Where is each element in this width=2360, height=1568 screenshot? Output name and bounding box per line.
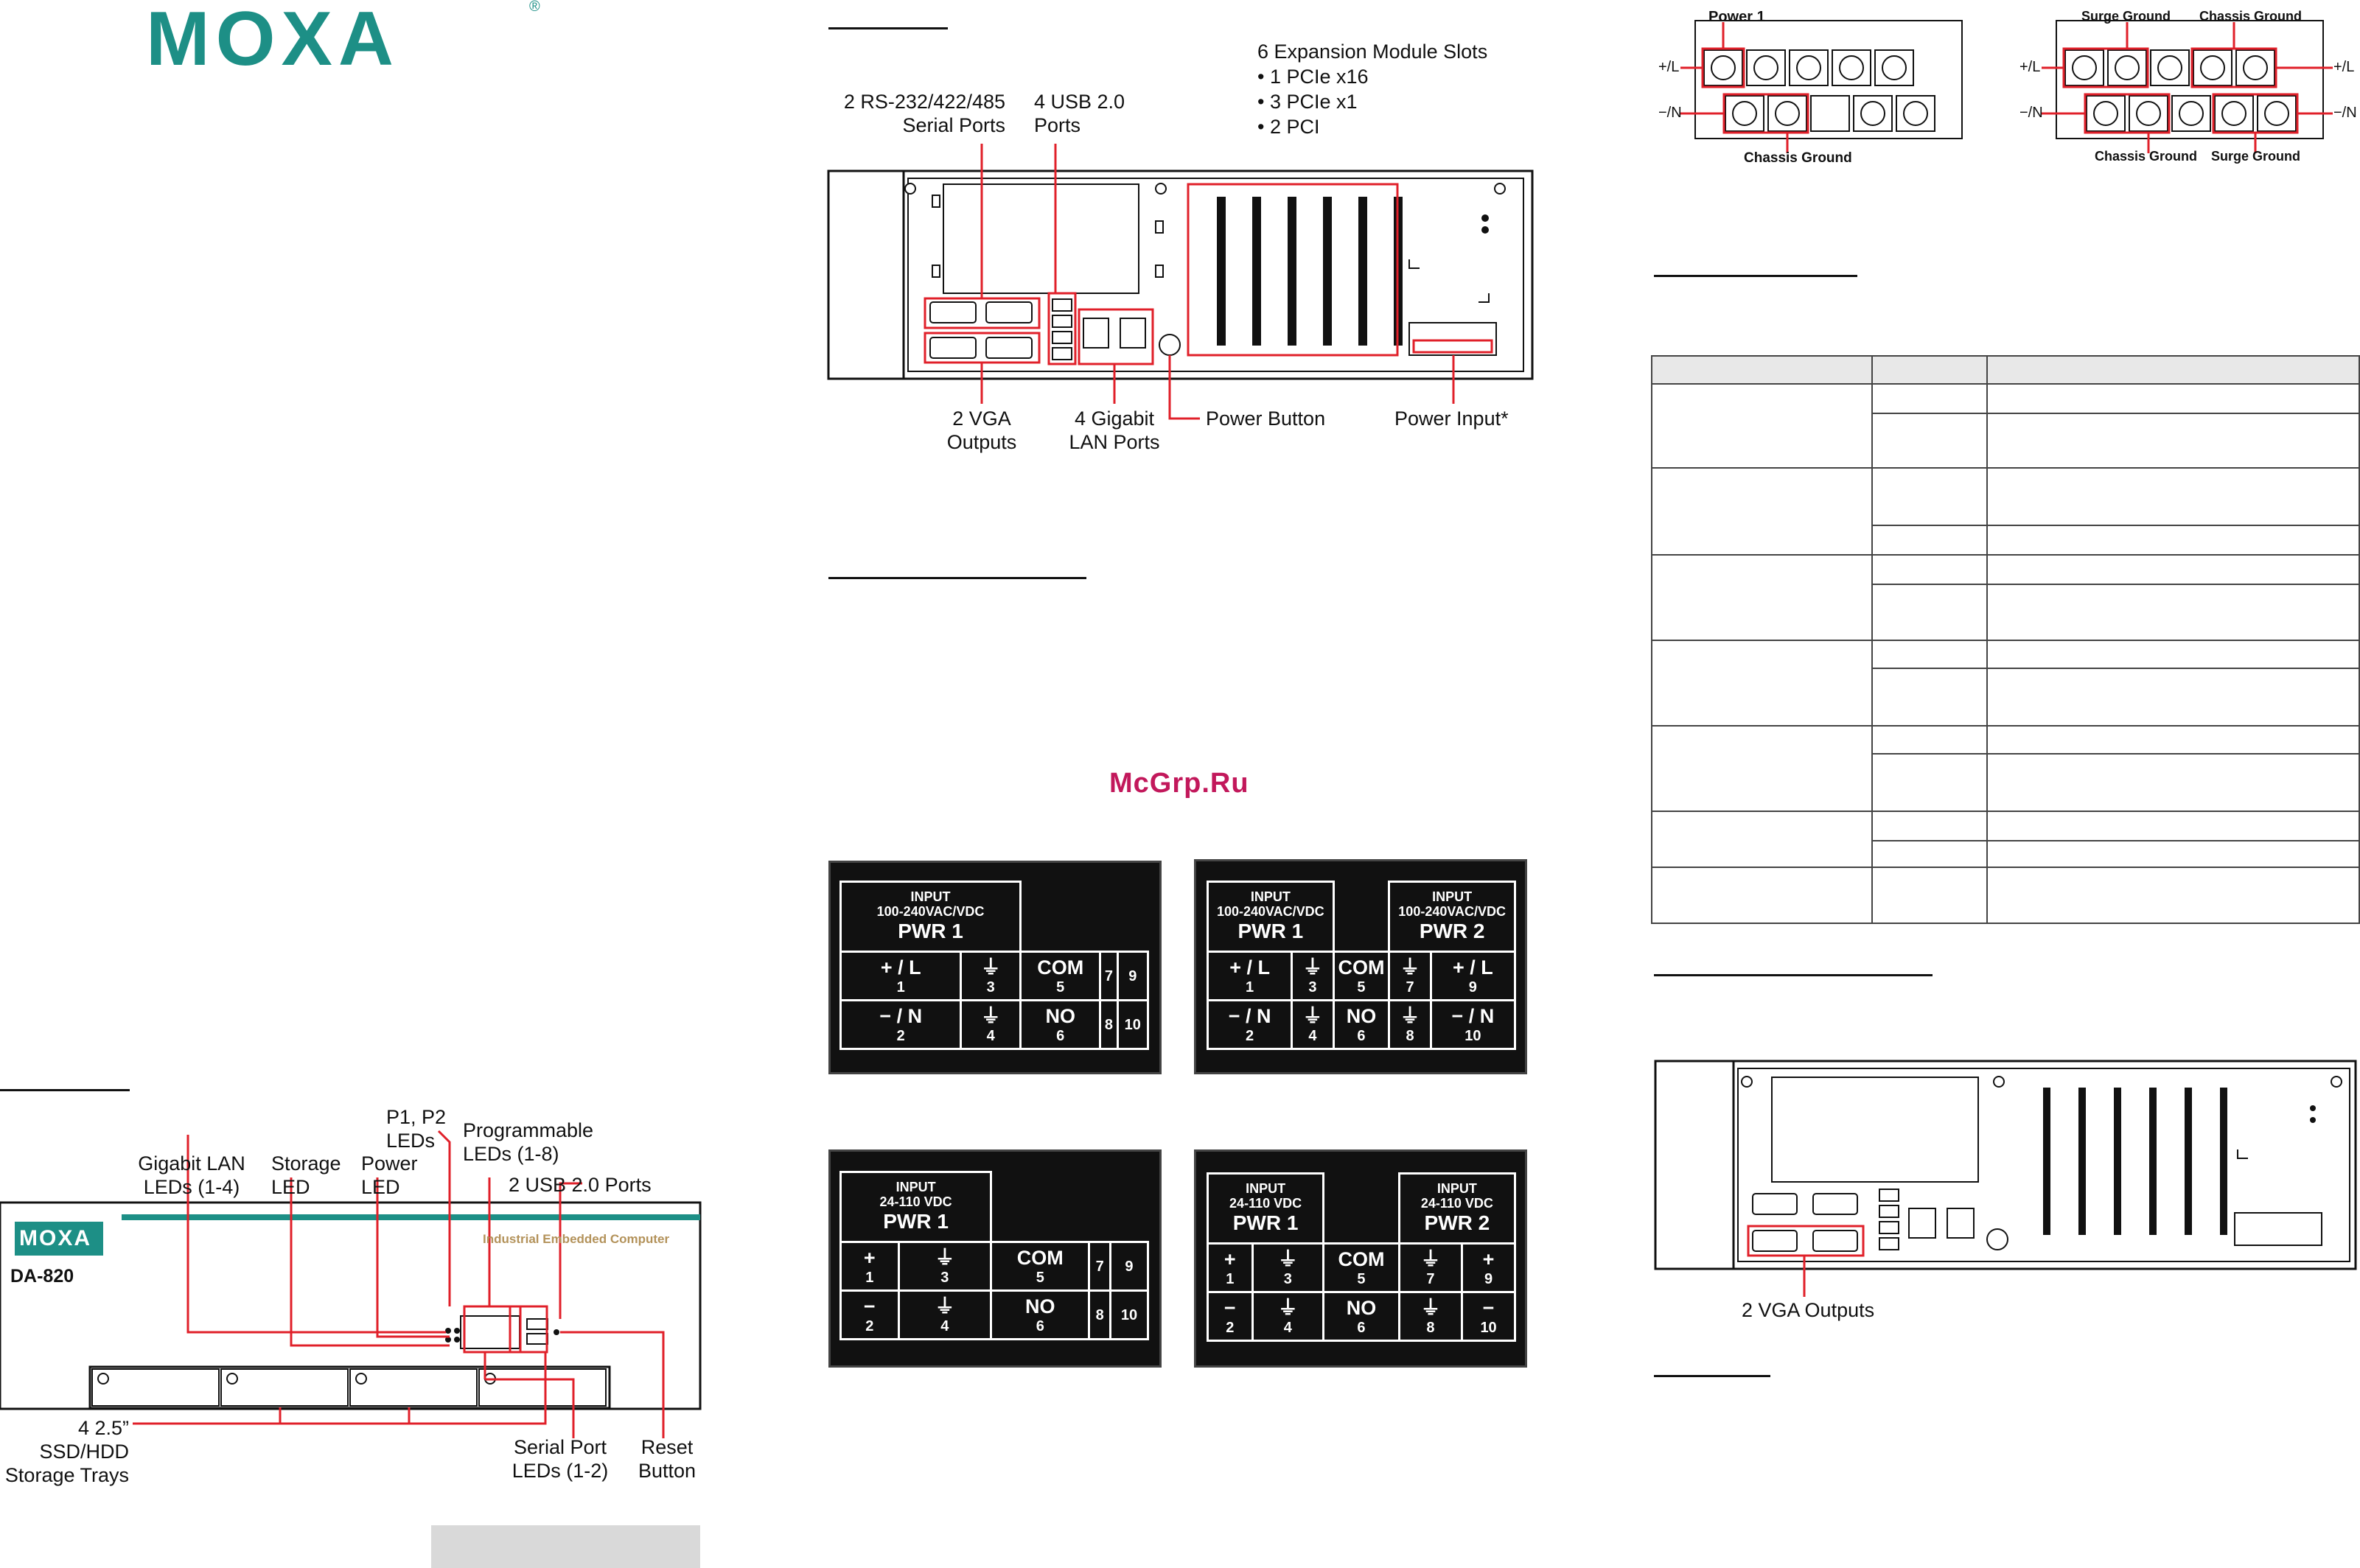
- mid-section-rule-2: [828, 577, 1086, 579]
- power-led-label: Power LED: [361, 1152, 418, 1198]
- right-section-rule-1: [1654, 275, 1857, 277]
- rear-usb-ports-label: 4 USB 2.0 Ports: [1034, 91, 1125, 136]
- front-model-label: DA-820: [10, 1266, 74, 1287]
- plus-l-label-2: +/L: [2019, 59, 2041, 75]
- terminal-block-drawing: [1680, 20, 2333, 153]
- power-button-label: Power Button: [1206, 407, 1326, 430]
- minus-n-label-2: −/N: [2019, 105, 2043, 121]
- registered-mark: ®: [529, 0, 540, 15]
- vga-outputs-label: 2 VGA Outputs: [1742, 1299, 1875, 1321]
- left-section-rule: [0, 1089, 130, 1091]
- p1-p2-leds-label: P1, P2 LEDs: [386, 1106, 447, 1152]
- moxa-logo-text: MOXA: [146, 0, 399, 82]
- moxa-logo: MOXA ®: [146, 0, 540, 83]
- led-spec-table: [1650, 355, 2360, 924]
- mid-section-rule-1: [828, 27, 948, 29]
- minus-n-label-3: −/N: [2333, 105, 2357, 121]
- front-moxa-badge: MOXA: [19, 1226, 91, 1250]
- front-subtitle: Industrial Embedded Computer: [483, 1232, 670, 1246]
- power-input-label: Power Input*: [1394, 407, 1509, 430]
- surge-ground-label-top: Surge Ground: [2081, 9, 2171, 24]
- minus-n-label-1: −/N: [1658, 105, 1682, 121]
- gigabit-lan-leds-label: Gigabit LAN LEDs (1-4): [138, 1152, 245, 1198]
- programmable-leds-label: Programmable LEDs (1-8): [463, 1119, 594, 1165]
- watermark: McGrp.Ru: [1109, 768, 1249, 799]
- rear-panel-small-drawing: [1654, 1060, 2357, 1297]
- slot-item-pci: • 2 PCI: [1257, 116, 1320, 138]
- power1-label: Power 1: [1708, 9, 1765, 25]
- serial-port-leds-label: Serial Port LEDs (1-2): [512, 1436, 609, 1482]
- right-section-rule-3: [1654, 1375, 1770, 1377]
- front-usb-ports-label: 2 USB 2.0 Ports: [509, 1174, 652, 1196]
- plus-l-label-3: +/L: [2333, 59, 2355, 75]
- front-panel-drawing: [0, 1130, 702, 1568]
- storage-trays-label: 4 2.5” SSD/HDD Storage Trays: [4, 1417, 129, 1486]
- rear-lan-ports-label: 4 Gigabit LAN Ports: [1069, 407, 1160, 453]
- storage-led-label: Storage LED: [271, 1152, 341, 1198]
- chassis-ground-label-1: Chassis Ground: [1744, 150, 1852, 166]
- rear-serial-ports-label: 2 RS-232/422/485 Serial Ports: [843, 91, 1005, 136]
- right-section-rule-2: [1654, 974, 1933, 976]
- reset-button-label: Reset Button: [638, 1436, 697, 1482]
- expansion-slots-title: 6 Expansion Module Slots: [1257, 41, 1488, 63]
- chassis-ground-label-top: Chassis Ground: [2199, 9, 2303, 24]
- surge-ground-label-bottom: Surge Ground: [2211, 149, 2300, 164]
- chassis-ground-label-bottom: Chassis Ground: [2095, 149, 2198, 164]
- plus-l-label-1: +/L: [1658, 59, 1680, 75]
- rear-vga-outputs-label: 2 VGA Outputs: [946, 407, 1017, 453]
- slot-item-pcie-x16: • 1 PCIe x16: [1257, 66, 1369, 88]
- slot-item-pcie-x1: • 3 PCIe x1: [1257, 91, 1358, 113]
- rear-panel-drawing: [827, 144, 1534, 420]
